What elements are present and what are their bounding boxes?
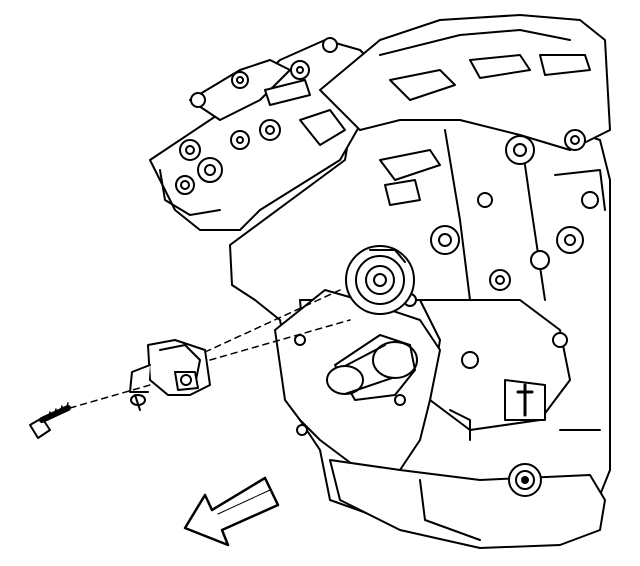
oil-drain-plug	[508, 463, 542, 497]
sensor-bolt	[29, 402, 71, 439]
crankshaft-nose	[326, 334, 418, 401]
direction-arrow	[183, 476, 280, 547]
alignment-lines	[69, 289, 351, 409]
sensor	[129, 339, 211, 411]
cylinder-head-right	[319, 14, 611, 254]
timing-idler-pulley	[345, 245, 415, 315]
